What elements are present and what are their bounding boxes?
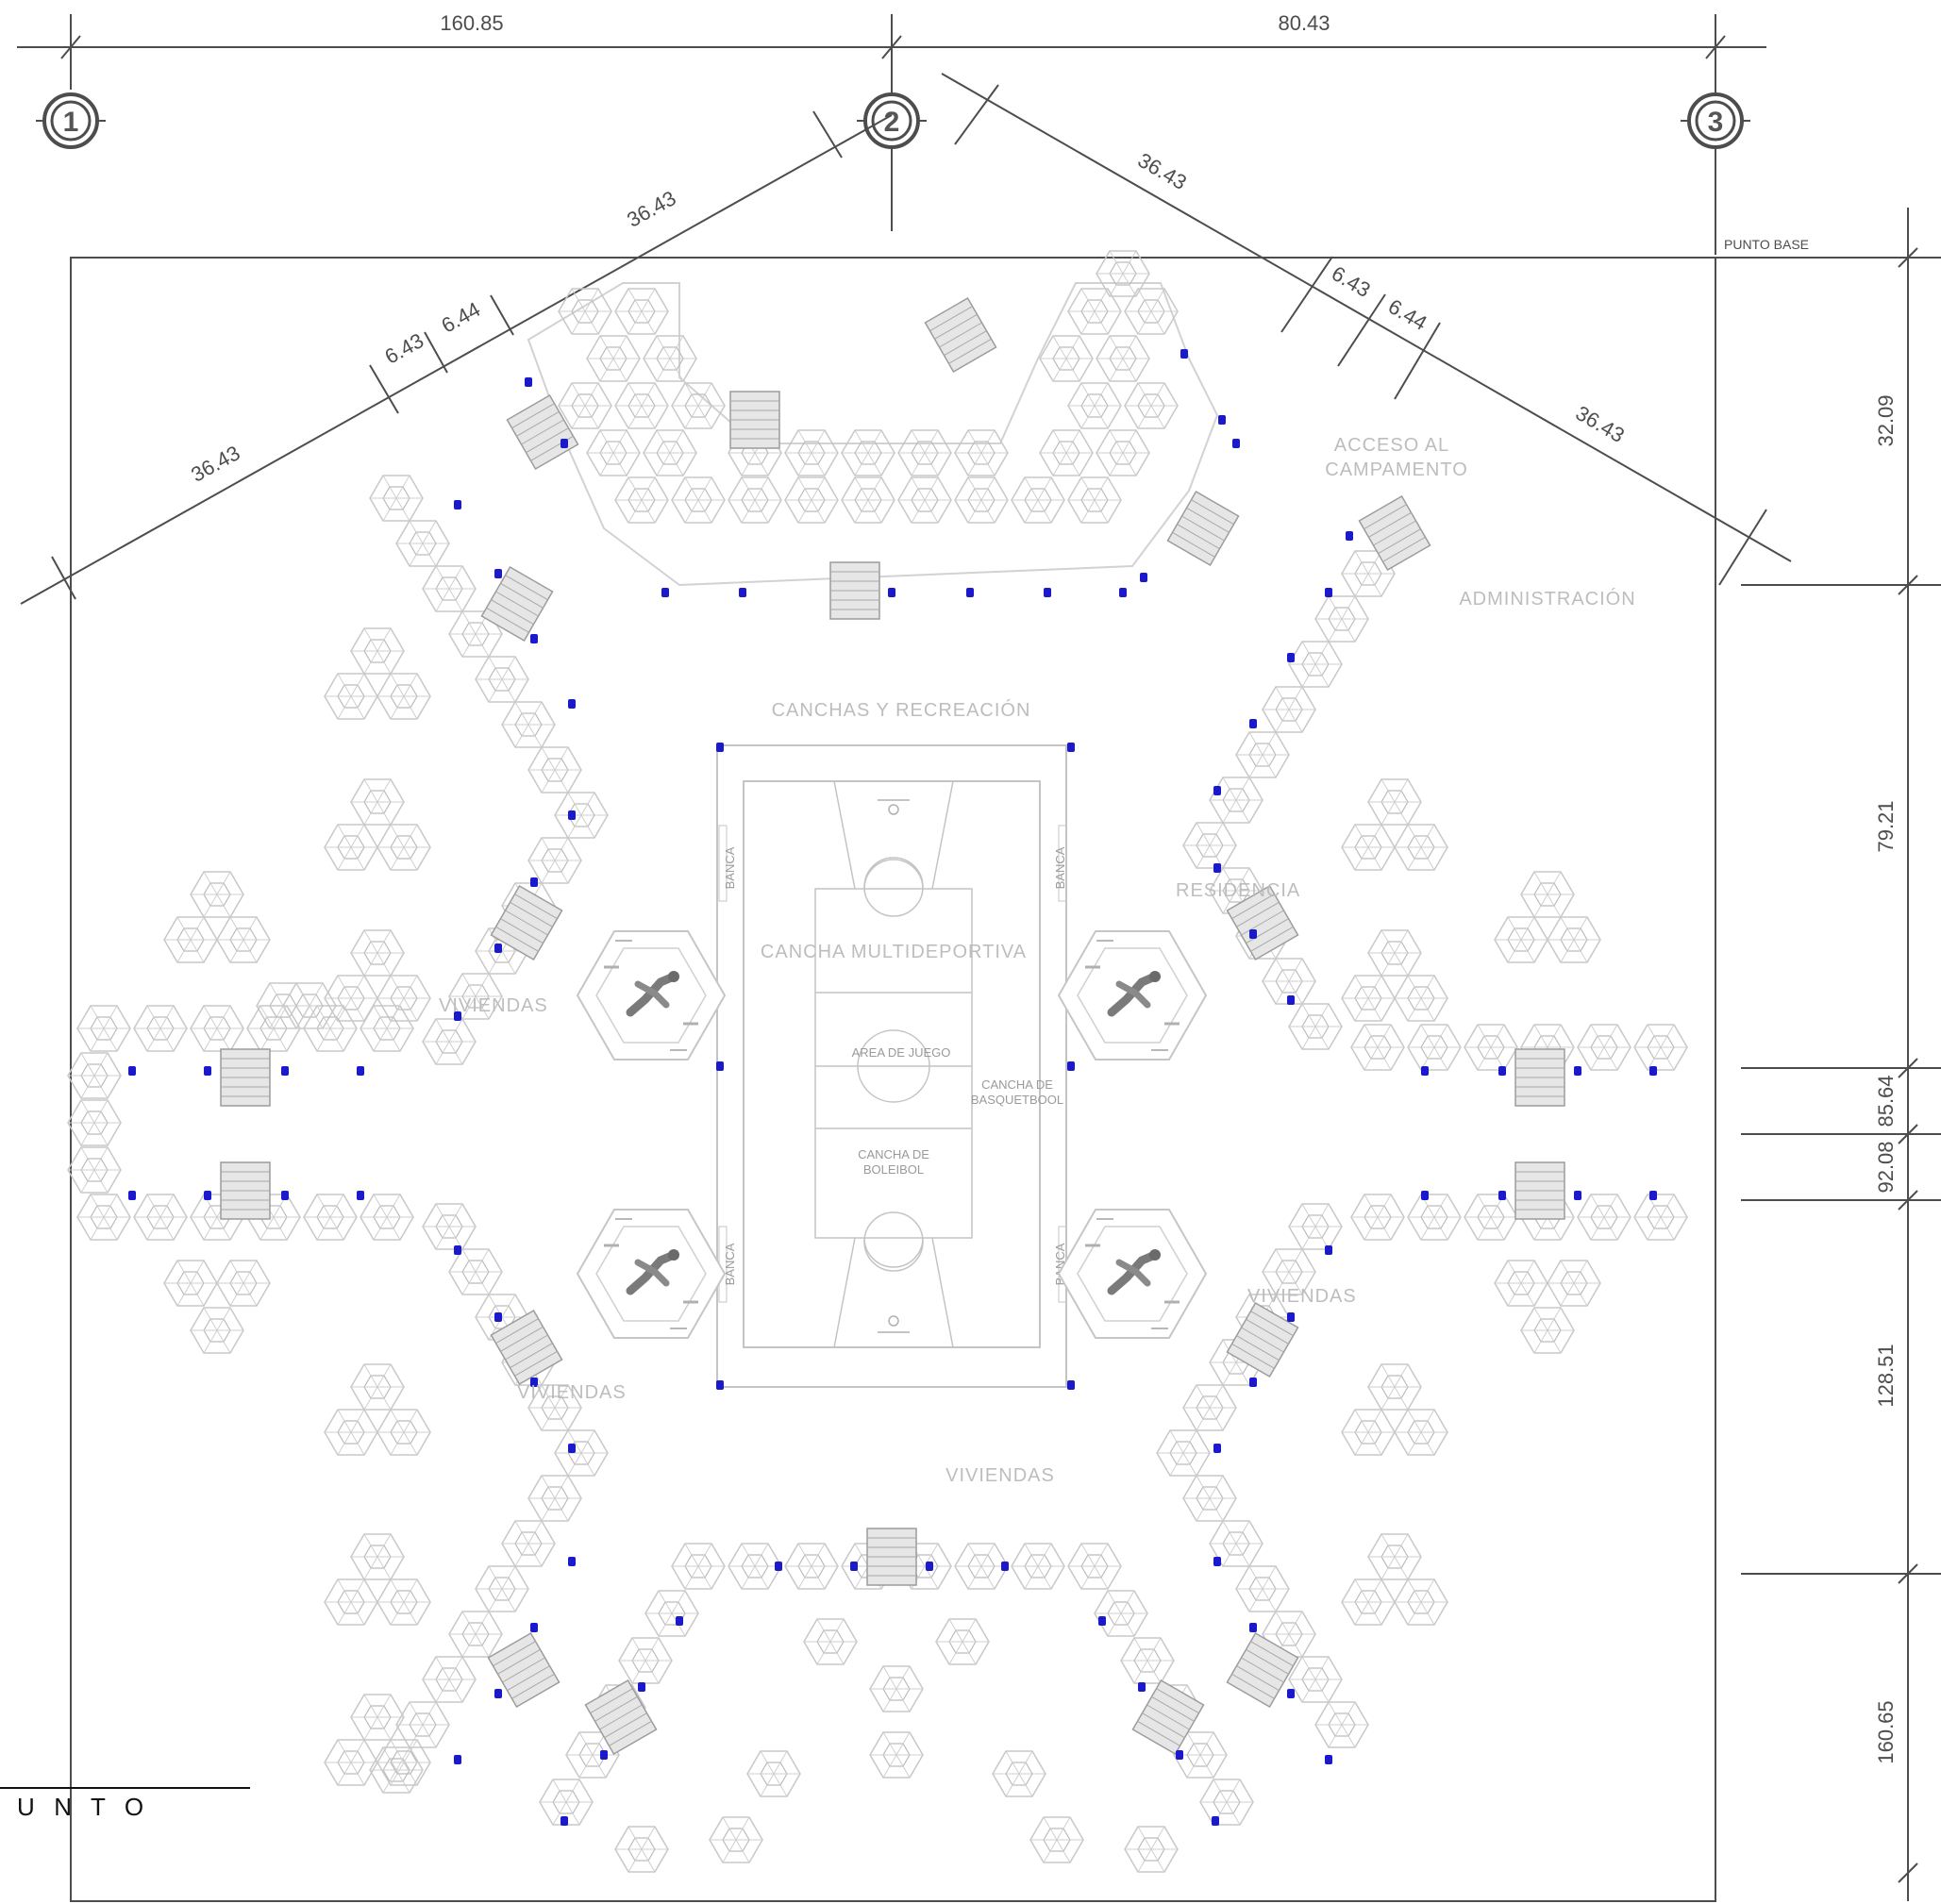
- playground-hex-top-left: [577, 931, 725, 1060]
- court-basquet-label-2: BASQUETBOOL: [971, 1093, 1063, 1107]
- court-boleibol-label-2: BOLEIBOL: [863, 1162, 924, 1177]
- dim-slope-left-4: 36.43: [623, 186, 679, 232]
- dim-slope-right-1: 36.43: [1134, 148, 1191, 194]
- zone-viviendas-left-upper: VIVIENDAS: [439, 995, 548, 1016]
- axis-label-2: 2: [884, 107, 900, 138]
- dim-slope-right-3: 6.44: [1384, 294, 1431, 335]
- dim-right-2: 79.21: [1874, 800, 1898, 852]
- multisport-court: [716, 743, 1075, 1390]
- dim-slope-left-2: 6.43: [381, 328, 428, 369]
- slope-dimension-left: [20, 110, 893, 605]
- zone-viviendas-right: VIVIENDAS: [1247, 1286, 1357, 1307]
- playground-hex-bottom-left: [577, 1210, 725, 1338]
- dim-right-1: 32.09: [1874, 394, 1898, 446]
- punto-base-label: PUNTO BASE: [1724, 237, 1809, 252]
- dim-slope-left-3: 6.44: [438, 297, 485, 338]
- dim-right-3: 85.64: [1874, 1075, 1898, 1127]
- zone-viviendas-left-lower: VIVIENDAS: [517, 1382, 627, 1403]
- zone-acceso-line2: CAMPAMENTO: [1325, 459, 1468, 480]
- building-cluster-administracion: [506, 250, 1240, 620]
- corner-title-fragment: U N T O: [17, 1793, 145, 1821]
- axis-marker-1: 1: [36, 92, 106, 149]
- zone-acceso-line1: ACCESO AL: [1334, 435, 1449, 456]
- slope-dimension-right: [941, 73, 1792, 586]
- zone-viviendas-bottom: VIVIENDAS: [945, 1465, 1055, 1486]
- zone-canchas: CANCHAS Y RECREACIÓN: [772, 699, 1031, 721]
- building-cluster-viviendas-bottom: [539, 1528, 1254, 1873]
- building-cluster-viviendas-right: [1156, 1161, 1688, 1764]
- dim-right-5: 128.51: [1874, 1344, 1898, 1407]
- building-cluster-viviendas-left-lower: [76, 1161, 609, 1794]
- dim-right-6: 160.65: [1874, 1700, 1898, 1763]
- connector-hexes-left: [67, 1052, 122, 1194]
- playground-hex-bottom-right: [1059, 1210, 1206, 1338]
- dim-right-4: 92.08: [1874, 1141, 1898, 1193]
- dim-slope-right-2: 6.43: [1328, 261, 1375, 302]
- court-boleibol-label-1: CANCHA DE: [858, 1147, 929, 1161]
- axis-marker-2: 2: [857, 92, 927, 149]
- axis-label-1: 1: [63, 107, 79, 138]
- dim-slope-left-1: 36.43: [187, 441, 243, 487]
- playground-hex-top-right: [1059, 931, 1206, 1060]
- dim-top-left: 160.85: [440, 11, 503, 35]
- right-dimension-line: [1715, 208, 1941, 1901]
- building-cluster-residencia-right: [1182, 495, 1688, 1107]
- axis-label-3: 3: [1708, 107, 1724, 138]
- banca-label-1: BANCA: [723, 846, 737, 889]
- court-basquet-label-1: CANCHA DE: [981, 1077, 1053, 1092]
- zone-residencia: RESIDENCIA: [1176, 880, 1300, 901]
- banca-label-2: BANCA: [1053, 846, 1067, 889]
- banca-label-3: BANCA: [723, 1243, 737, 1285]
- axis-marker-3: 3: [1681, 92, 1750, 149]
- dim-top-right: 80.43: [1278, 11, 1330, 35]
- zone-administracion: ADMINISTRACIÓN: [1459, 588, 1635, 610]
- court-area-juego-label: AREA DE JUEGO: [852, 1045, 951, 1060]
- court-main-label: CANCHA MULTIDEPORTIVA: [761, 942, 1027, 962]
